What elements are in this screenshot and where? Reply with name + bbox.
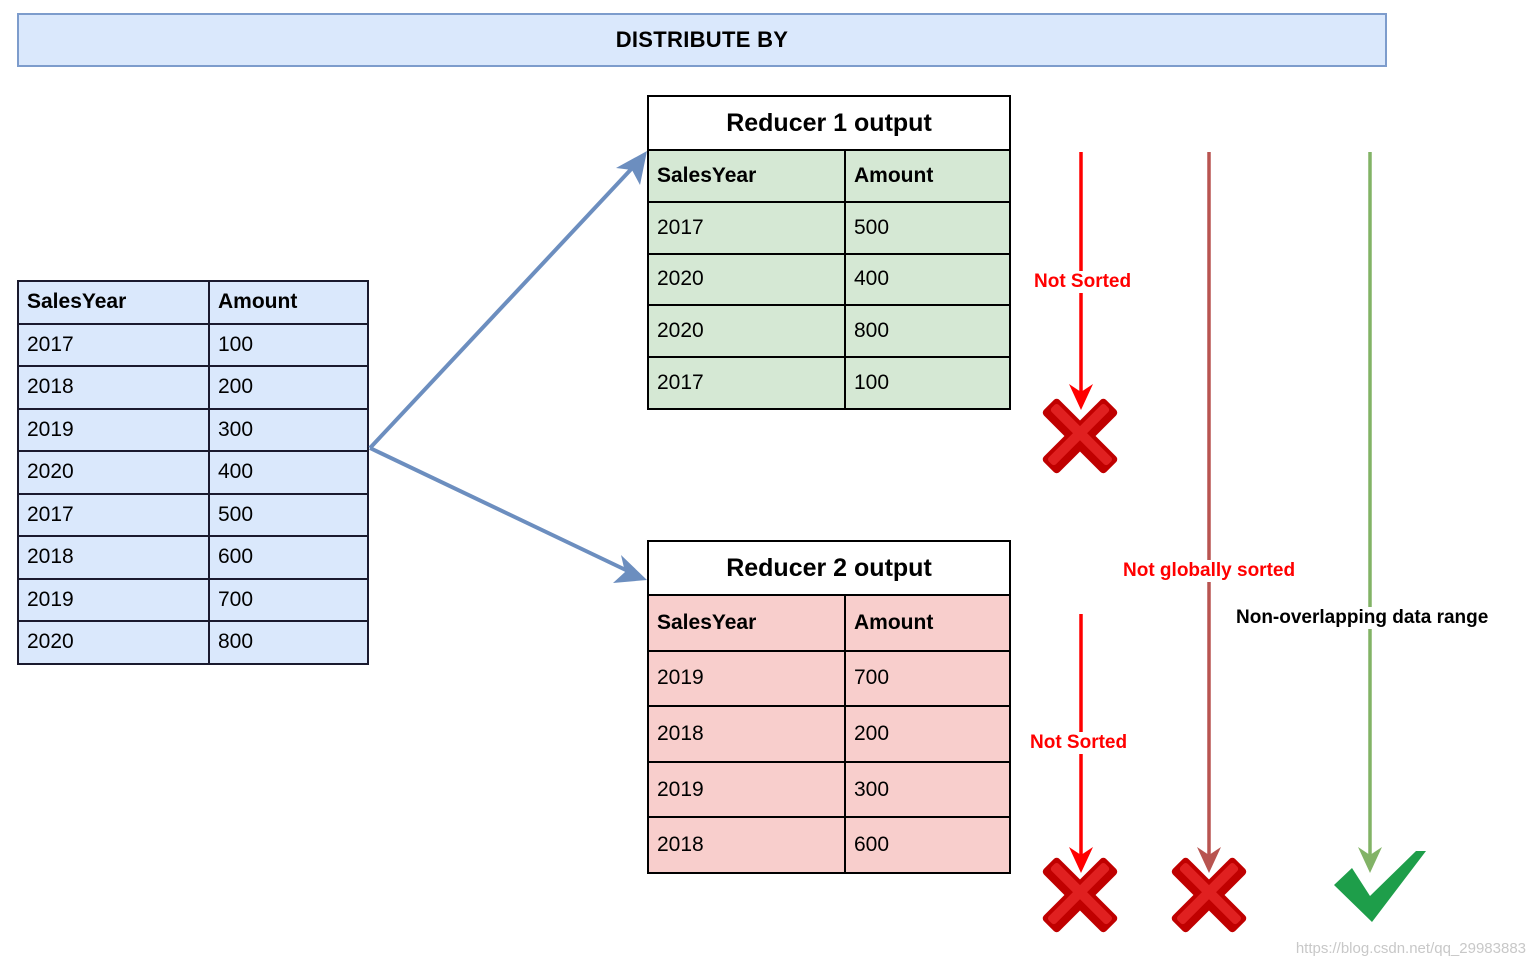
table-row: 2019 700	[17, 577, 369, 622]
table-row: 2018 600	[647, 816, 1011, 874]
cell-year: 2018	[647, 705, 846, 763]
cell-year: 2018	[647, 816, 846, 874]
table-row: 2020 800	[647, 304, 1011, 359]
header-salesyear: SalesYear	[17, 280, 210, 325]
flow-arrow-to-reducer2	[369, 446, 647, 583]
cell-year: 2018	[17, 365, 210, 410]
cell-year: 2020	[17, 450, 210, 495]
table-header-row: SalesYear Amount	[647, 594, 1011, 652]
banner-title: DISTRIBUTE BY	[615, 27, 789, 52]
cell-year: 2020	[647, 304, 846, 359]
reducer2-title: Reducer 2 output	[647, 540, 1011, 596]
cell-year: 2017	[17, 492, 210, 537]
header-salesyear: SalesYear	[647, 594, 846, 652]
table-row: 2019 300	[17, 407, 369, 452]
cell-amount: 600	[208, 535, 369, 580]
cell-amount: 400	[844, 252, 1011, 307]
table-row: 2017 500	[647, 200, 1011, 255]
cell-year: 2018	[17, 535, 210, 580]
table-row: 2017 500	[17, 492, 369, 537]
table-row: 2018 600	[17, 535, 369, 580]
table-row: 2018 200	[647, 705, 1011, 763]
cell-year: 2019	[647, 760, 846, 819]
cell-year: 2020	[647, 252, 846, 307]
cell-year: 2017	[647, 200, 846, 255]
cell-amount: 700	[844, 649, 1011, 708]
cell-amount: 200	[844, 705, 1011, 763]
cell-amount: 500	[844, 200, 1011, 255]
reducer1-table: SalesYear Amount 2017 500 2020 400 2020 …	[647, 149, 1011, 410]
cell-year: 2017	[17, 322, 210, 367]
table-row: 2020 400	[647, 252, 1011, 307]
header-amount: Amount	[844, 149, 1011, 203]
not-sorted-label-reducer1: Not Sorted	[1032, 271, 1134, 293]
cell-amount: 600	[844, 816, 1011, 874]
table-row: 2019 700	[647, 649, 1011, 708]
checkmark-icon	[1334, 851, 1426, 922]
cross-icon	[1042, 398, 1118, 474]
header-amount: Amount	[844, 594, 1011, 652]
table-row: 2017 100	[17, 322, 369, 367]
header-salesyear: SalesYear	[647, 149, 846, 203]
table-header-row: SalesYear Amount	[647, 149, 1011, 203]
cell-year: 2019	[647, 649, 846, 708]
flow-arrow-to-reducer1	[368, 151, 647, 450]
reducer2-table: SalesYear Amount 2019 700 2018 200 2019 …	[647, 594, 1011, 874]
not-globally-sorted-label: Not globally sorted	[1121, 560, 1298, 582]
table-row: 2020 800	[17, 620, 369, 665]
cell-year: 2020	[17, 620, 210, 665]
cross-icon	[1171, 857, 1247, 933]
table-row: 2020 400	[17, 450, 369, 495]
cell-amount: 300	[844, 760, 1011, 819]
non-overlapping-range-arrow	[1358, 152, 1382, 873]
watermark: https://blog.csdn.net/qq_29983883	[1295, 940, 1526, 957]
cell-amount: 200	[208, 365, 369, 410]
cell-year: 2017	[647, 356, 846, 410]
table-row: 2017 100	[647, 356, 1011, 410]
reducer2-title-text: Reducer 2 output	[726, 553, 932, 582]
header-amount: Amount	[208, 280, 369, 325]
cell-amount: 400	[208, 450, 369, 495]
cell-year: 2019	[17, 577, 210, 622]
input-table: SalesYear Amount 2017 100 2018 200 2019 …	[17, 280, 369, 665]
reducer1-title: Reducer 1 output	[647, 95, 1011, 151]
cross-icon	[1042, 857, 1118, 933]
not-globally-sorted-arrow	[1197, 152, 1221, 873]
cell-amount: 300	[208, 407, 369, 452]
cell-amount: 500	[208, 492, 369, 537]
cell-year: 2019	[17, 407, 210, 452]
table-row: 2018 200	[17, 365, 369, 410]
non-overlapping-range-label: Non-overlapping data range	[1234, 607, 1491, 629]
distribute-by-banner: DISTRIBUTE BY	[17, 13, 1387, 67]
cell-amount: 100	[208, 322, 369, 367]
cell-amount: 800	[208, 620, 369, 665]
cell-amount: 700	[208, 577, 369, 622]
cell-amount: 800	[844, 304, 1011, 359]
not-sorted-label-reducer2: Not Sorted	[1028, 732, 1130, 754]
table-header-row: SalesYear Amount	[17, 280, 369, 325]
cell-amount: 100	[844, 356, 1011, 410]
reducer1-title-text: Reducer 1 output	[726, 108, 932, 137]
table-row: 2019 300	[647, 760, 1011, 819]
